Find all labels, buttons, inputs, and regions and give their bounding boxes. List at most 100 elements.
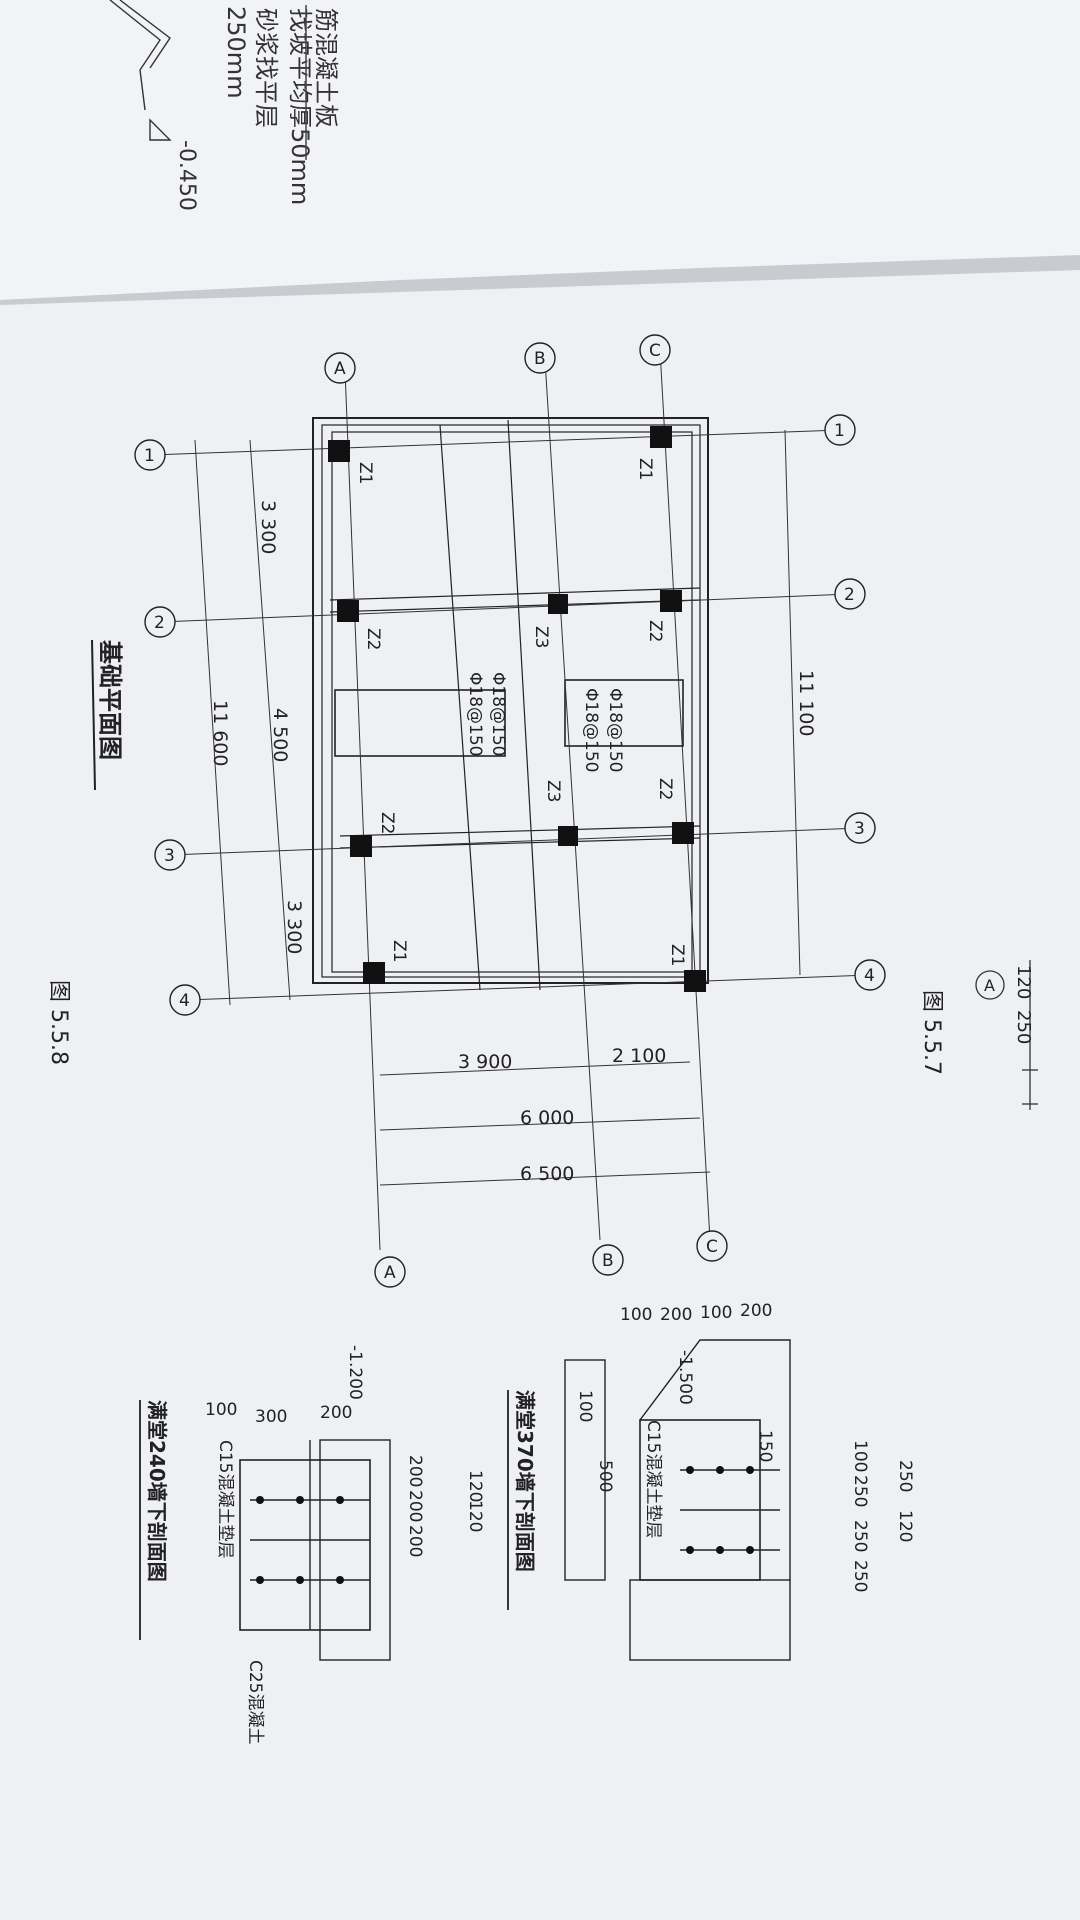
s240-title: 满堂240墙下剖面图 bbox=[145, 1400, 169, 1582]
rebar-note: Φ18@150 bbox=[488, 672, 508, 756]
axis-4-left: 4 bbox=[179, 991, 190, 1011]
plan-title: 基础平面图 bbox=[96, 640, 124, 760]
s370-w-4: 250 bbox=[850, 1520, 870, 1552]
s370-w-5: 250 bbox=[850, 1560, 870, 1592]
section-370 bbox=[564, 1339, 791, 1661]
dimension-lines bbox=[194, 429, 801, 1186]
dim-11600: 11 600 bbox=[209, 700, 231, 766]
s370-side-0: 100 bbox=[575, 1390, 595, 1422]
s370-pad: C15混凝土垫层 bbox=[643, 1420, 663, 1539]
dim-3900: 3 900 bbox=[458, 1051, 512, 1073]
fig-557-axis-label: A bbox=[984, 976, 995, 995]
column-labels: Z1 Z2 Z2 Z1 Z3 Z3 Z1 Z2 Z2 Z1 bbox=[355, 458, 687, 966]
col-label: Z1 bbox=[355, 462, 375, 484]
col-label: Z2 bbox=[363, 628, 383, 650]
col-label: Z3 bbox=[543, 780, 563, 802]
rebar-note: Φ18@150 bbox=[465, 672, 485, 756]
s370-dim-top-0: 100 bbox=[620, 1305, 652, 1325]
top-page bbox=[0, 0, 1080, 300]
axis-lines bbox=[149, 349, 871, 1251]
fig-557-dim-1: 250 bbox=[1013, 1010, 1034, 1044]
axis-C-top: C bbox=[649, 341, 661, 361]
fig-557-caption: 图 5.5.7 bbox=[919, 990, 944, 1075]
s240-w-4: 200 bbox=[405, 1525, 425, 1557]
s370-w-0: 250 bbox=[895, 1460, 915, 1492]
axis-C-bottom: C bbox=[706, 1237, 718, 1257]
axis-A-top: A bbox=[334, 359, 346, 379]
column bbox=[558, 826, 578, 846]
dim-6000: 6 000 bbox=[520, 1107, 574, 1129]
columns bbox=[328, 426, 706, 992]
s240-w-0: 120 bbox=[465, 1470, 485, 1502]
column bbox=[660, 590, 682, 612]
fig-557-dim-0: 120 bbox=[1013, 965, 1034, 999]
section-240-bars bbox=[256, 1496, 344, 1584]
s240-w-3: 200 bbox=[405, 1490, 425, 1522]
s240-w-1: 120 bbox=[465, 1500, 485, 1532]
section-240 bbox=[239, 1439, 391, 1661]
dimension-texts: 11 100 3 300 4 500 3 300 11 600 3 900 2 … bbox=[209, 500, 817, 1185]
column bbox=[684, 970, 706, 992]
s370-side-2: 150 bbox=[755, 1430, 775, 1462]
fig-557-axis-bubble bbox=[975, 970, 1005, 1000]
rebar-notes: Φ18@150 Φ18@150 Φ18@150 Φ18@150 bbox=[465, 672, 625, 772]
axis-labels: 1 2 3 4 1 2 3 4 A B C A B C bbox=[144, 341, 875, 1283]
axis-3-right: 3 bbox=[854, 819, 865, 839]
s240-dim-top-0: 100 bbox=[205, 1400, 237, 1420]
rebar-note: Φ18@150 bbox=[581, 688, 601, 772]
front-page bbox=[0, 270, 1080, 1920]
s370-dim-top-1: 200 bbox=[660, 1305, 692, 1325]
dim-top-11100: 11 100 bbox=[795, 670, 817, 736]
section-240-texts: -1.200 100 300 200 120 120 200 200 200 C… bbox=[145, 1345, 485, 1745]
dim-3300-b: 3 300 bbox=[283, 900, 305, 954]
s240-pad: C15混凝土垫层 bbox=[215, 1440, 235, 1559]
s370-title: 满堂370墙下剖面图 bbox=[513, 1390, 537, 1572]
column bbox=[363, 962, 385, 984]
top-line-0: 250mm bbox=[222, 6, 250, 99]
axis-1-right: 1 bbox=[834, 421, 845, 441]
column bbox=[672, 822, 694, 844]
axis-4-right: 4 bbox=[864, 966, 875, 986]
dim-2100: 2 100 bbox=[612, 1045, 666, 1067]
axis-B-bottom: B bbox=[602, 1251, 614, 1271]
plan-figure-number: 图 5.5.8 bbox=[46, 980, 71, 1065]
col-label: Z3 bbox=[531, 626, 551, 648]
top-line-2: 找坡平均厚50mm bbox=[286, 8, 314, 205]
top-line-1: 砂浆找平层 bbox=[252, 8, 280, 128]
s240-dim-top-1: 300 bbox=[255, 1407, 287, 1427]
column bbox=[650, 426, 672, 448]
column bbox=[337, 600, 359, 622]
s370-dim-top-3: 200 bbox=[740, 1301, 772, 1321]
s240-concrete: C25混凝土 bbox=[245, 1660, 265, 1745]
section-370-texts: 100 200 100 200 -1.500 100 500 150 250 1… bbox=[513, 1301, 915, 1592]
dim-4500: 4 500 bbox=[269, 708, 291, 762]
plan-title-underline bbox=[91, 639, 96, 791]
col-label: Z2 bbox=[377, 812, 397, 834]
s240-dim-top-2: 200 bbox=[320, 1403, 352, 1423]
top-elevation: -0.450 bbox=[174, 140, 199, 211]
top-page-hatch bbox=[109, 0, 172, 141]
axis-3-left: 3 bbox=[164, 846, 175, 866]
top-line-3: 筋混凝土板 bbox=[312, 8, 340, 128]
rebar-note: Φ18@150 bbox=[605, 688, 625, 772]
axis-1-left: 1 bbox=[144, 446, 155, 466]
dim-6500: 6 500 bbox=[520, 1163, 574, 1185]
col-label: Z1 bbox=[667, 944, 687, 966]
col-label: Z1 bbox=[635, 458, 655, 480]
col-label: Z1 bbox=[389, 940, 409, 962]
s240-w-2: 200 bbox=[405, 1455, 425, 1487]
column bbox=[328, 440, 350, 462]
col-label: Z2 bbox=[645, 620, 665, 642]
col-label: Z2 bbox=[655, 778, 675, 800]
s370-w-2: 100 bbox=[850, 1440, 870, 1472]
axis-2-right: 2 bbox=[844, 585, 855, 605]
s240-elev: -1.200 bbox=[345, 1345, 365, 1400]
axis-2-left: 2 bbox=[154, 613, 165, 633]
fig-557 bbox=[975, 960, 1038, 1110]
s370-w-3: 250 bbox=[850, 1475, 870, 1507]
column bbox=[350, 835, 372, 857]
axis-B-top: B bbox=[534, 349, 546, 369]
dim-3300-a: 3 300 bbox=[257, 500, 279, 554]
section-370-bars bbox=[686, 1466, 754, 1554]
